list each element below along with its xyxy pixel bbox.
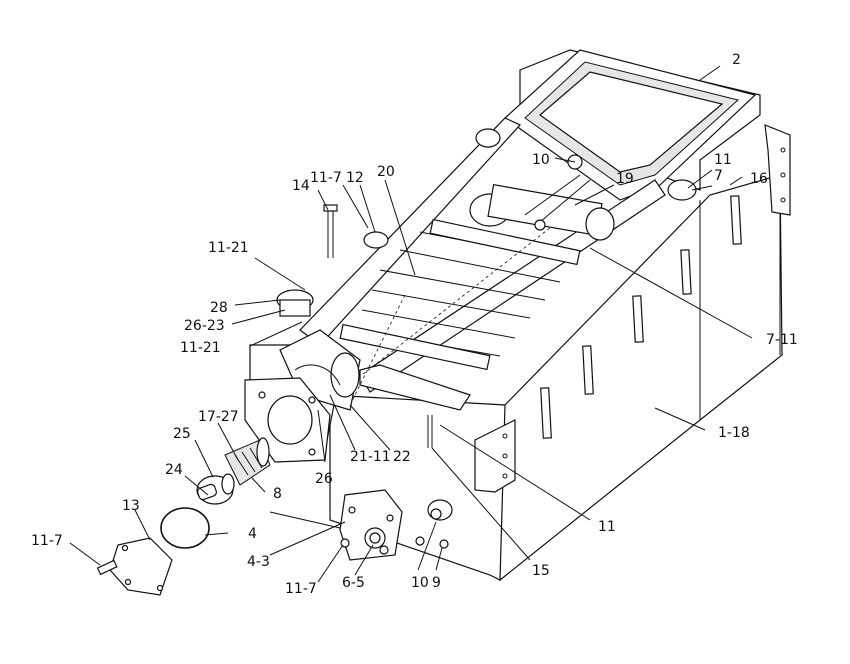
callout-19: 19 [616, 171, 634, 187]
callout-16: 16 [750, 171, 768, 187]
callout-9: 9 [432, 575, 441, 591]
callout-26-23: 26-23 [184, 318, 225, 334]
callout-1-18: 1-18 [718, 425, 750, 441]
callout-13: 13 [122, 498, 140, 514]
callout-20: 20 [377, 164, 395, 180]
callout-11: 11 [714, 152, 732, 168]
side-cover [339, 489, 403, 561]
callout-28: 28 [210, 300, 228, 316]
callout-11-7-bottom: 11-7 [285, 581, 317, 597]
callout-15: 15 [532, 563, 550, 579]
callout-11-21-lower: 11-21 [180, 340, 221, 356]
callout-17-27: 17-27 [198, 409, 239, 425]
callout-25: 25 [173, 426, 191, 442]
callout-10: 10 [532, 152, 550, 168]
callout-7-11: 7-11 [766, 332, 798, 348]
cylinder-assembly [469, 154, 615, 241]
leader-lines [69, 65, 753, 583]
o-ring [160, 507, 210, 549]
callout-8: 8 [273, 486, 282, 502]
callout-11-right: 11 [598, 519, 616, 535]
end-cover [96, 537, 173, 596]
callout-6-5: 6-5 [342, 575, 365, 591]
bolt-and-fittings [276, 128, 697, 448]
callout-14: 14 [292, 178, 310, 194]
callout-24: 24 [165, 462, 183, 478]
callout-2: 2 [732, 52, 741, 68]
callout-11-7-left: 11-7 [31, 533, 63, 549]
callout-11-7-top: 11-7 [310, 170, 342, 186]
callout-10-bottom: 10 [411, 575, 429, 591]
callout-11-21-upper: 11-21 [208, 240, 249, 256]
callout-labels: 2 10 11 7 16 19 20 11-7 12 14 11-21 28 2… [31, 52, 798, 597]
callout-21-11: 21-11 [350, 449, 391, 465]
screen-filter [224, 437, 271, 486]
drain-plug [427, 499, 453, 521]
callout-4-3: 4-3 [247, 554, 270, 570]
internal-fins [339, 218, 581, 371]
callout-22: 22 [393, 449, 411, 465]
callout-12: 12 [346, 170, 364, 186]
callout-26: 26 [315, 471, 333, 487]
callout-7: 7 [714, 168, 723, 184]
strainer-plug [196, 473, 235, 505]
callout-4: 4 [248, 526, 257, 542]
